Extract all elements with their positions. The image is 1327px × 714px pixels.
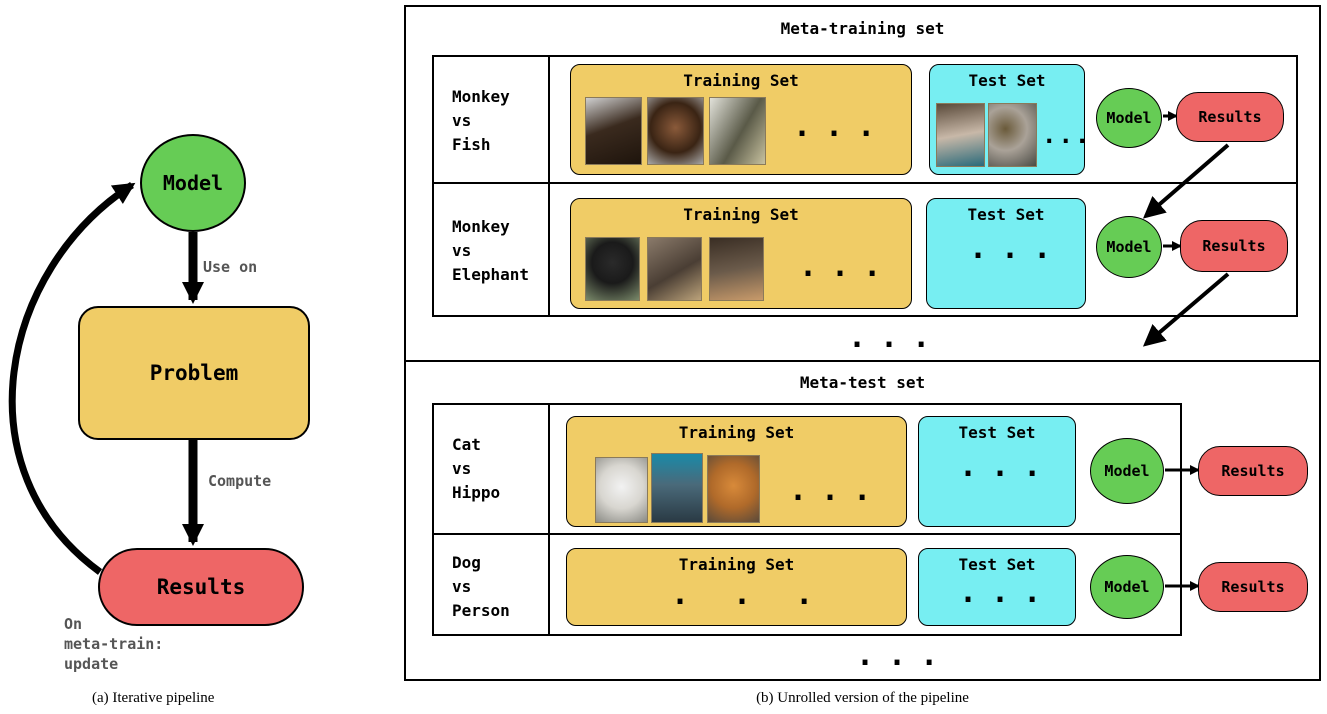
test-ellipsis-3: ... [959, 449, 1056, 484]
model-node: Model [140, 134, 246, 232]
task-name-divider-2 [548, 184, 550, 317]
results-to-next-model-arrow [1142, 143, 1230, 219]
use-on-label: Use on [203, 258, 258, 276]
model-node-4: Model [1090, 555, 1164, 619]
training-set-label-4: Training Set [678, 555, 795, 574]
caption-b: (b) Unrolled version of the pipeline [756, 690, 969, 706]
task-name-2: Monkey vs Elephant [452, 217, 530, 284]
model-node-2: Model [1096, 216, 1162, 278]
cat-image-1 [595, 457, 648, 523]
task-name-divider-3 [548, 403, 550, 535]
task-name-divider-4 [548, 535, 550, 636]
monkey-image-4 [585, 237, 640, 301]
meta-test-ellipsis: ... [856, 638, 953, 673]
training-ellipsis-3: ... [789, 473, 886, 508]
task-row-4 [432, 535, 1182, 636]
monkey-image-3 [936, 103, 985, 167]
results-node: Results [98, 548, 304, 626]
update-label: On meta-train: update [64, 615, 164, 673]
test-set-4: Test Set ... [918, 548, 1076, 626]
test-set-label-2: Test Set [967, 205, 1045, 224]
training-set-label-1: Training Set [683, 71, 799, 90]
meta-training-title: Meta-training set [780, 19, 945, 38]
meta-split-line [404, 360, 1321, 362]
results-node-2: Results [1180, 220, 1288, 272]
monkey-image-1 [585, 97, 642, 165]
test-set-label-3: Test Set [958, 423, 1036, 442]
training-set-4: Training Set ... [566, 548, 907, 626]
caption-a: (a) Iterative pipeline [92, 690, 215, 706]
training-ellipsis-2: ... [799, 249, 896, 284]
test-set-label-1: Test Set [968, 71, 1046, 90]
monkey-image-2 [647, 97, 704, 165]
task-row-2 [432, 184, 1298, 317]
compute-label: Compute [208, 472, 272, 490]
results-to-more-arrow [1142, 272, 1230, 347]
problem-box: Problem [78, 306, 310, 440]
elephant-image-2 [709, 237, 764, 301]
fish-image-1 [709, 97, 766, 165]
training-set-label-3: Training Set [678, 423, 795, 442]
training-ellipsis-1: ... [793, 109, 890, 144]
cat-image-2 [707, 455, 760, 523]
task-name-divider-1 [548, 55, 550, 184]
test-set-2: Test Set ... [926, 198, 1086, 309]
results-node-4: Results [1198, 562, 1308, 612]
hippo-image-1 [651, 453, 703, 523]
results-node-1: Results [1176, 92, 1284, 142]
training-set-3: Training Set ... [566, 416, 907, 527]
test-ellipsis-4: ... [959, 575, 1056, 610]
task-row-3 [432, 403, 1182, 535]
update-feedback-arrow [8, 182, 136, 575]
training-set-1: Training Set ... [570, 64, 912, 175]
training-set-label-2: Training Set [683, 205, 799, 224]
elephant-image-1 [647, 237, 702, 301]
meta-test-title: Meta-test set [799, 373, 926, 392]
test-ellipsis-1: ... [1042, 121, 1092, 149]
training-ellipsis-4: ... [671, 577, 858, 612]
test-set-label-4: Test Set [958, 555, 1036, 574]
model-node-1: Model [1096, 88, 1162, 148]
test-set-3: Test Set ... [918, 416, 1076, 527]
task-row-1 [432, 55, 1298, 184]
fish-image-2 [988, 103, 1037, 167]
results-node-3: Results [1198, 446, 1308, 496]
model-node-3: Model [1090, 438, 1164, 504]
test-set-1: Test Set ... [929, 64, 1089, 175]
pipeline-frame [404, 5, 1321, 681]
task-name-1: Monkey vs Fish [452, 87, 510, 154]
training-set-2: Training Set ... [570, 198, 912, 309]
test-ellipsis-2: ... [969, 231, 1066, 266]
task-name-3: Cat vs Hippo [452, 435, 501, 502]
task-name-4: Dog vs Person [452, 553, 510, 620]
meta-train-ellipsis: ... [848, 320, 945, 355]
